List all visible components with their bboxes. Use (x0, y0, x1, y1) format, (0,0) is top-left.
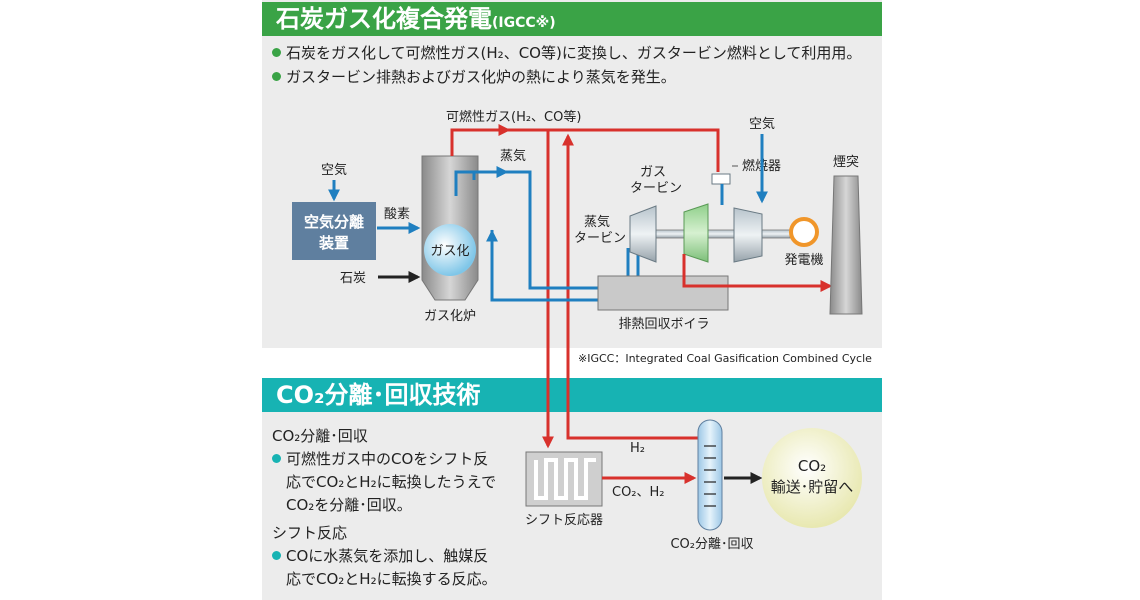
gasifier-label: ガス化炉 (424, 309, 476, 324)
gasifier-core-label: ガス化 (430, 244, 469, 259)
co2-circle-label-2: 輸送･貯留へ (771, 478, 854, 496)
steam-turbine (629, 205, 657, 263)
compressor (733, 207, 763, 263)
coal-label: 石炭 (340, 271, 366, 286)
co2-bullet-1: 可燃性ガス中のCOをシフト反 応でCO₂とH₂に転換したうえで CO₂を分離･回… (272, 448, 496, 517)
gas-turbine-label-2: タービン (630, 181, 682, 196)
air-left-label: 空気 (321, 162, 347, 178)
igcc-panel (262, 0, 882, 348)
gasifier-core (424, 224, 476, 276)
gas-turbine (683, 203, 709, 263)
air-separator-label-1: 空気分離 (304, 213, 364, 231)
igcc-title-text: 石炭ガス化複合発電 (276, 5, 492, 33)
exhaust-line (682, 254, 833, 292)
turbine-shaft (639, 229, 791, 239)
igcc-header: 石炭ガス化複合発電(IGCC※) (262, 2, 882, 36)
co2-bullet-2-line-1: COに水蒸気を添加し、触媒反 (272, 545, 497, 568)
bullet-dot-icon (272, 551, 281, 560)
combustible-gas-line (450, 128, 720, 172)
steam-loop-1 (454, 170, 630, 290)
generator (789, 217, 819, 247)
igcc-title: 石炭ガス化複合発電(IGCC※) (276, 2, 556, 40)
bullet-dot-icon (272, 454, 281, 463)
stack-label: 煙突 (833, 154, 859, 170)
air-separator-label-2: 装置 (318, 234, 349, 252)
co2-h2-label: CO₂、H₂ (612, 485, 665, 500)
co2-circle-label-1: CO₂ (798, 457, 826, 475)
igcc-title-note: (IGCC※) (492, 15, 556, 31)
gas-turbine-label-1: ガス (640, 165, 666, 180)
generator-label: 発電機 (784, 253, 823, 268)
co2-bullet-1-line-3: CO₂を分離･回収。 (286, 496, 412, 514)
igcc-footnote: ※IGCC：Integrated Coal Gasification Combi… (578, 352, 872, 365)
co2-bullet-2: COに水蒸気を添加し、触媒反 応でCO₂とH₂に転換する反応。 (272, 545, 497, 591)
co2-subhead-2: シフト反応 (272, 524, 348, 542)
co2-bullet-2-line-2: 応でCO₂とH₂に転換する反応。 (286, 570, 497, 588)
co2-separation-label: CO₂分離･回収 (670, 537, 753, 552)
hrsg-label: 排熱回収ボイラ (618, 317, 709, 332)
shift-reactor-label: シフト反応器 (525, 513, 603, 528)
bullet-dot-icon (272, 48, 281, 57)
steam-turbine-label-2: タービン (574, 231, 626, 246)
shift-reactor-channels (534, 458, 596, 500)
h2-label: H₂ (630, 441, 645, 456)
stack (829, 175, 863, 315)
co2-transport-circle (762, 428, 862, 528)
igcc-bullet-1-text: 石炭をガス化して可燃性ガス(H₂、CO等)に変換し、ガスタービン燃料として利用用… (286, 44, 862, 62)
bullet-dot-icon (272, 72, 281, 81)
oxygen-label: 酸素 (384, 207, 410, 222)
h2-return-line (562, 133, 700, 440)
air-right-label: 空気 (749, 116, 775, 132)
co2-header: CO₂分離･回収技術 (262, 378, 882, 412)
combustor (711, 173, 731, 185)
combustible-gas-label: 可燃性ガス(H₂、CO等) (446, 109, 581, 125)
igcc-bullet-2-text: ガスタービン排熱およびガス化炉の熱により蒸気を発生。 (286, 68, 676, 86)
steam-label: 蒸気 (500, 148, 526, 164)
igcc-bullet-2: ガスタービン排熱およびガス化炉の熱により蒸気を発生。 (272, 66, 676, 88)
hrsg (597, 275, 729, 311)
co2-bullet-1-line-1: 可燃性ガス中のCOをシフト反 (272, 448, 496, 471)
steam-turbine-label-1: 蒸気 (584, 214, 610, 230)
co2-separation-column (697, 419, 723, 531)
co2-subhead-1: CO₂分離･回収 (272, 427, 368, 445)
igcc-bullet-1: 石炭をガス化して可燃性ガス(H₂、CO等)に変換し、ガスタービン燃料として利用用… (272, 42, 861, 64)
co2-title: CO₂分離･回収技術 (276, 381, 481, 409)
air-separation-unit (292, 202, 376, 260)
co2-bullet-1-line-2: 応でCO₂とH₂に転換したうえで (286, 473, 497, 491)
